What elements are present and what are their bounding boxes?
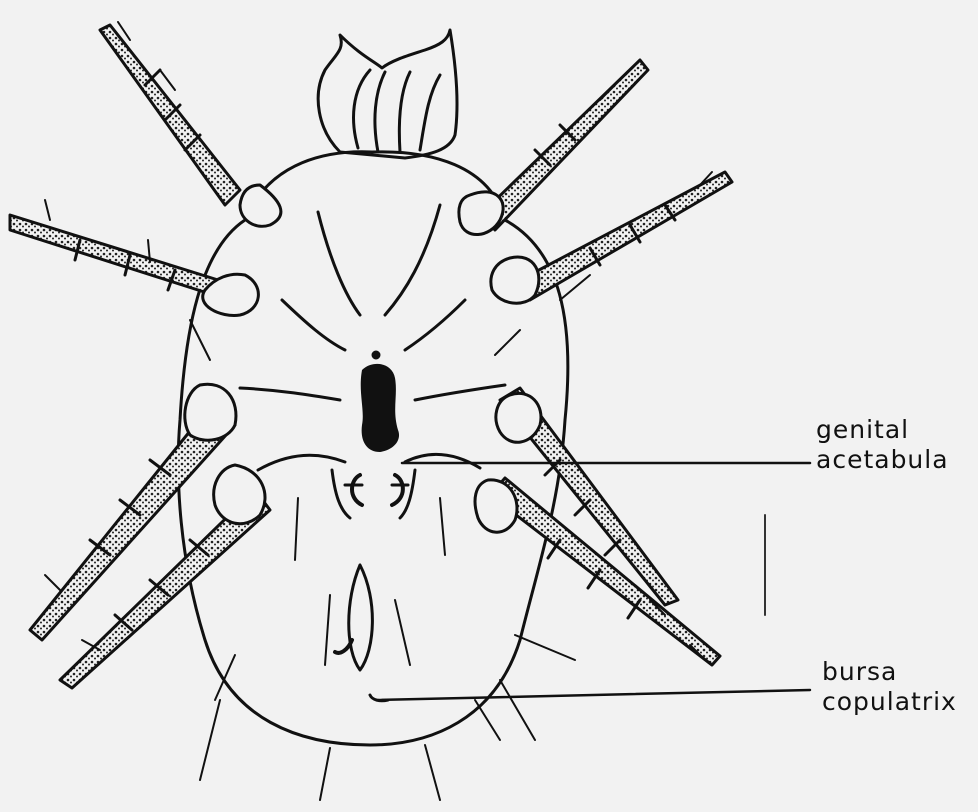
leg-setae	[45, 22, 712, 660]
label-bursa-line2: copulatrix	[822, 687, 957, 717]
label-bursa-line1: bursa	[822, 657, 957, 687]
central-mass	[361, 364, 399, 452]
capitulum	[318, 30, 457, 158]
leg-1-right	[459, 60, 648, 235]
leg-3-left	[30, 384, 236, 640]
label-genital-acetabula: genital acetabula	[816, 415, 949, 475]
label-bursa-copulatrix: bursa copulatrix	[822, 657, 957, 717]
leader-line-bursa	[378, 690, 810, 700]
leg-1-left	[100, 25, 281, 226]
genital-opening	[335, 565, 388, 701]
leg-2-left	[10, 215, 258, 315]
label-genital-line1: genital	[816, 415, 949, 445]
label-genital-line2: acetabula	[816, 445, 949, 475]
body-setae	[190, 275, 590, 800]
genital-field	[332, 470, 415, 518]
